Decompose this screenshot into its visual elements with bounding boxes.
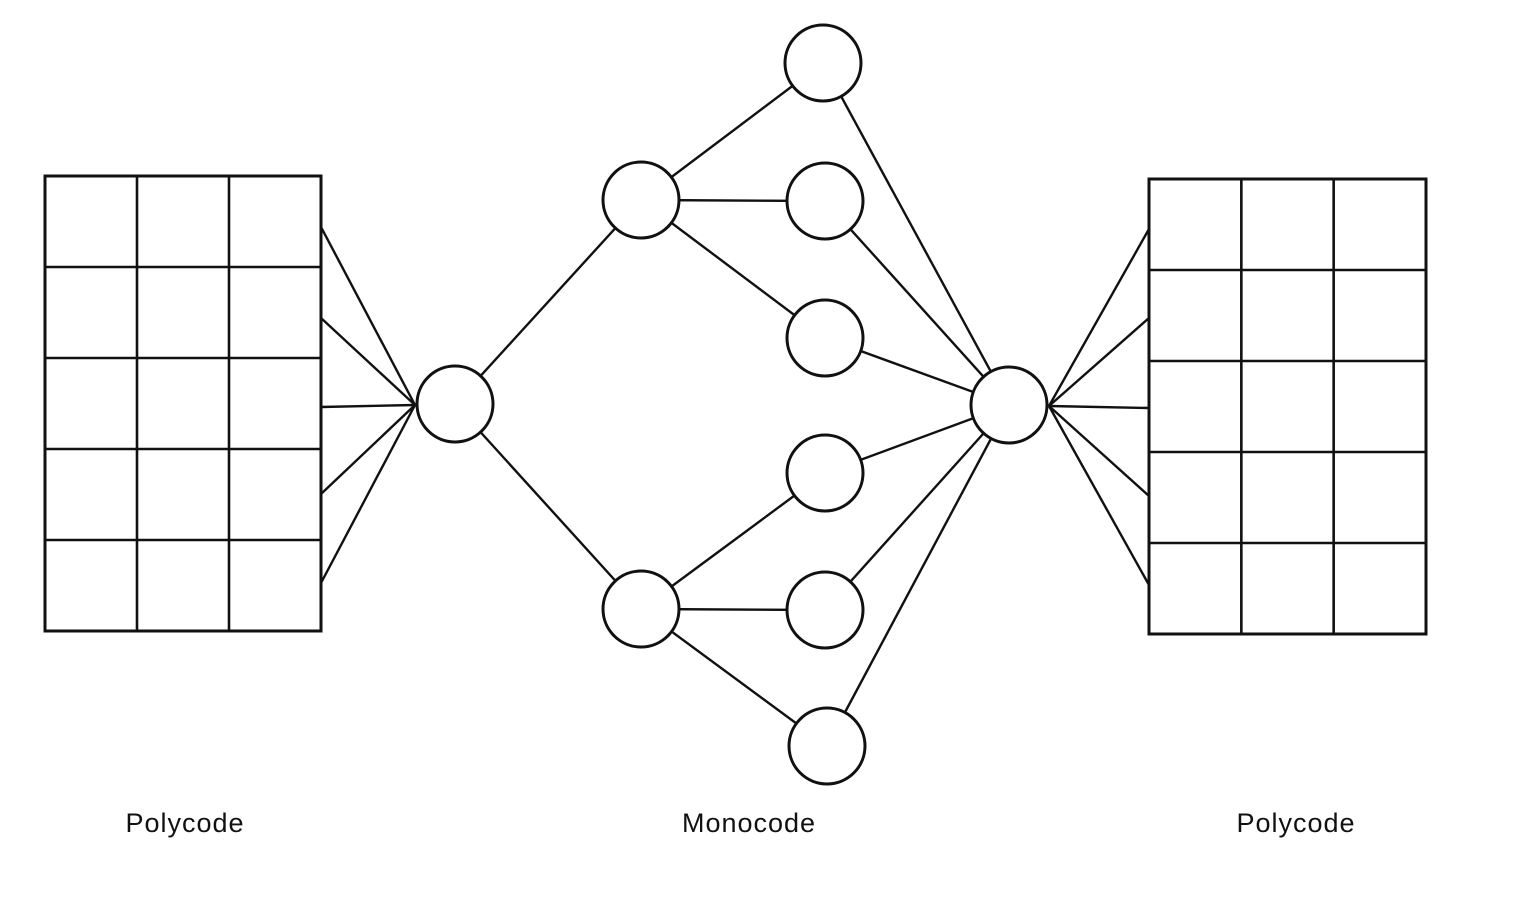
- diagram-grids: [43, 174, 1428, 636]
- edge-o5-hubR: [824, 404, 1010, 611]
- left-fan-line-3: [320, 403, 416, 409]
- left-hub-node: [415, 364, 495, 444]
- upper-branch-node: [601, 160, 681, 240]
- left-fan-line-2: [320, 317, 416, 406]
- left-fan-line-1: [319, 226, 417, 406]
- edge-hubL-midB: [454, 403, 642, 610]
- leaf-node-4: [785, 433, 865, 513]
- lower-branch-node: [601, 569, 681, 649]
- diagram-nodes: [415, 23, 1049, 786]
- right-fan-line-2: [1048, 317, 1150, 407]
- right-fan-line-4: [1048, 405, 1150, 497]
- leaf-node-3: [785, 298, 865, 378]
- left-polycode-grid-frame: [43, 174, 323, 633]
- center-network-caption: Monocode: [681, 808, 817, 838]
- right-fan-line-1: [1047, 228, 1151, 407]
- leaf-node-1: [783, 23, 863, 103]
- right-grid-caption: Polycode: [1236, 808, 1356, 838]
- edge-o6-hubR: [825, 404, 1011, 747]
- leaf-node-5: [785, 570, 865, 650]
- edge-o2-hubR: [824, 200, 1010, 406]
- edge-o1-hubR: [821, 62, 1011, 406]
- left-polycode-grid: [43, 174, 323, 633]
- left-grid-caption: Polycode: [125, 808, 245, 838]
- left-fan-line-5: [319, 404, 417, 584]
- right-fan-line-5: [1047, 405, 1151, 586]
- left-fan-line-4: [320, 404, 416, 495]
- leaf-node-6: [787, 706, 867, 786]
- right-polycode-grid: [1147, 177, 1428, 636]
- leaf-node-2: [785, 161, 865, 241]
- right-hub-node: [969, 365, 1049, 445]
- right-polycode-grid-frame: [1147, 177, 1428, 636]
- edge-hubL-midT: [454, 199, 642, 405]
- right-fan-line-3: [1048, 404, 1150, 410]
